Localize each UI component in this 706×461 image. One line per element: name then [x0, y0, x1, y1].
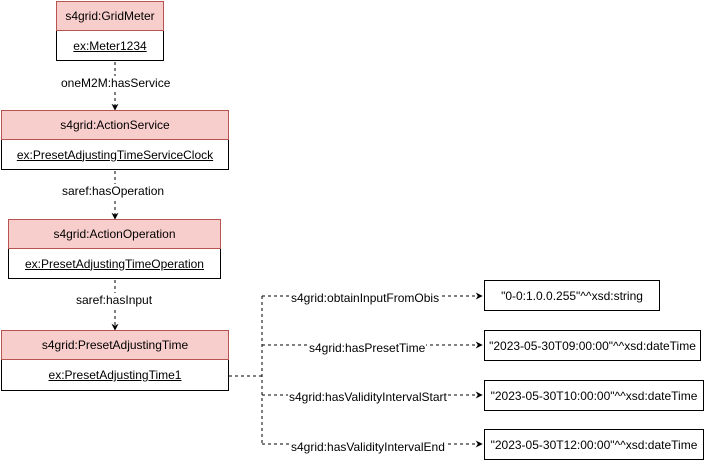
action-service-node[interactable]: s4grid:ActionService ex:PresetAdjustingT… [1, 110, 229, 170]
grid-meter-instance-label: ex:Meter1234 [56, 31, 164, 61]
has-input-edge-label: saref:hasInput [75, 293, 154, 307]
preset-adjusting-time-class-label: s4grid:PresetAdjustingTime [1, 330, 229, 360]
obtain-input-from-obis-edge-label: s4grid:obtainInputFromObis [290, 291, 441, 305]
has-service-edge-label: oneM2M:hasService [60, 76, 172, 90]
has-validity-interval-end-edge-label: s4grid:hasValidityIntervalEnd [290, 440, 446, 454]
grid-meter-node[interactable]: s4grid:GridMeter ex:Meter1234 [56, 1, 164, 61]
has-operation-edge-label: saref:hasOperation [61, 184, 166, 198]
action-operation-instance-label: ex:PresetAdjustingTimeOperation [8, 249, 221, 279]
preset-time-literal[interactable]: "2023-05-30T09:00:00"^^xsd:dateTime [484, 330, 701, 361]
action-service-class-label: s4grid:ActionService [1, 110, 229, 140]
validity-end-literal[interactable]: "2023-05-30T12:00:00"^^xsd:dateTime [484, 429, 704, 460]
obis-code-literal[interactable]: "0-0:1.0.0.255"^^xsd:string [484, 280, 660, 311]
preset-adjusting-time-instance-label: ex:PresetAdjustingTime1 [1, 360, 229, 391]
has-validity-interval-start-edge-label: s4grid:hasValidityIntervalStart [288, 390, 448, 404]
action-operation-class-label: s4grid:ActionOperation [8, 219, 221, 249]
grid-meter-class-label: s4grid:GridMeter [56, 1, 164, 31]
action-operation-node[interactable]: s4grid:ActionOperation ex:PresetAdjustin… [8, 219, 221, 279]
action-service-instance-label: ex:PresetAdjustingTimeServiceClock [1, 140, 229, 170]
validity-start-literal[interactable]: "2023-05-30T10:00:00"^^xsd:dateTime [484, 380, 704, 411]
preset-adjusting-time-node[interactable]: s4grid:PresetAdjustingTime ex:PresetAdju… [1, 330, 229, 391]
edge-trunk [229, 296, 263, 444]
has-preset-time-edge-label: s4grid:hasPresetTime [308, 341, 427, 355]
